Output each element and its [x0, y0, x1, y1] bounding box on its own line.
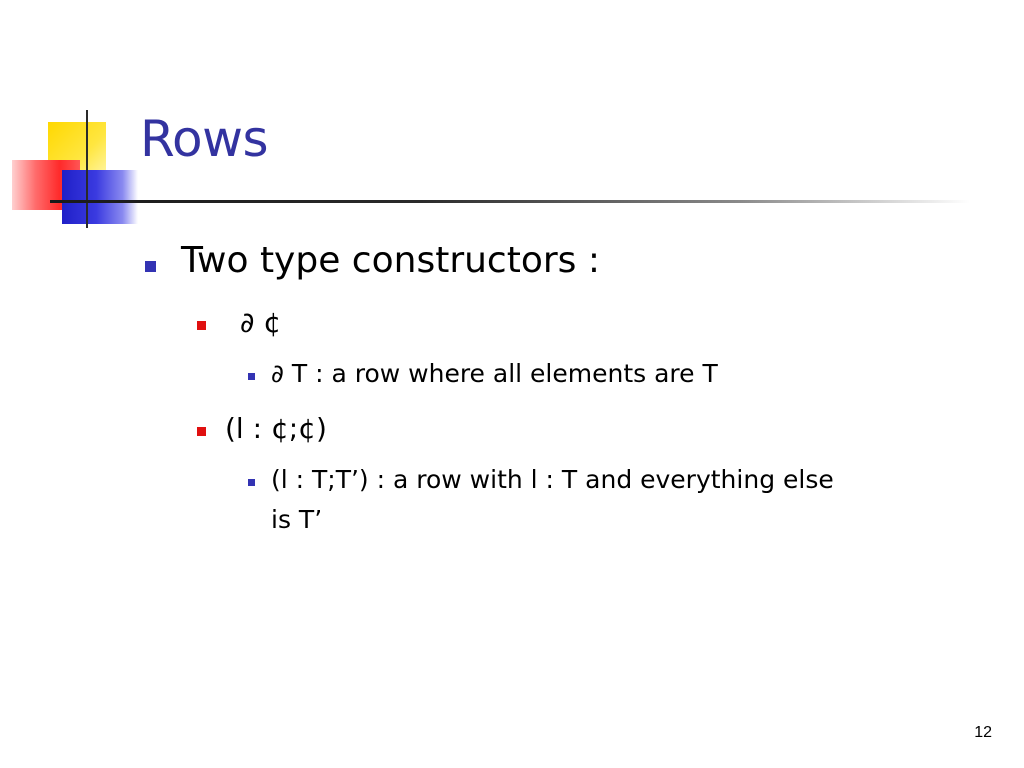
bullet-square-icon — [248, 373, 255, 380]
title-underline — [50, 200, 970, 203]
bullet-text: ∂ T : a row where all elements are T — [271, 359, 718, 388]
logo-blue-square — [62, 170, 138, 224]
bullet-square-icon — [248, 479, 255, 486]
bullet-text: ∂ ¢ — [240, 306, 282, 339]
slide-title: Rows — [140, 110, 269, 168]
bullet-text-continuation: is T’ — [271, 505, 323, 534]
logo-vertical-line — [86, 110, 88, 228]
bullet-text: (l : ¢;¢) — [225, 412, 327, 445]
bullet-text: Two type constructors : — [181, 240, 600, 281]
page-number: 12 — [974, 724, 992, 741]
bullet-text: (l : T;T’) : a row with l : T and everyt… — [271, 465, 834, 494]
bullet-square-icon — [197, 427, 206, 436]
bullet-square-icon — [145, 261, 156, 272]
bullet-square-icon — [197, 321, 206, 330]
